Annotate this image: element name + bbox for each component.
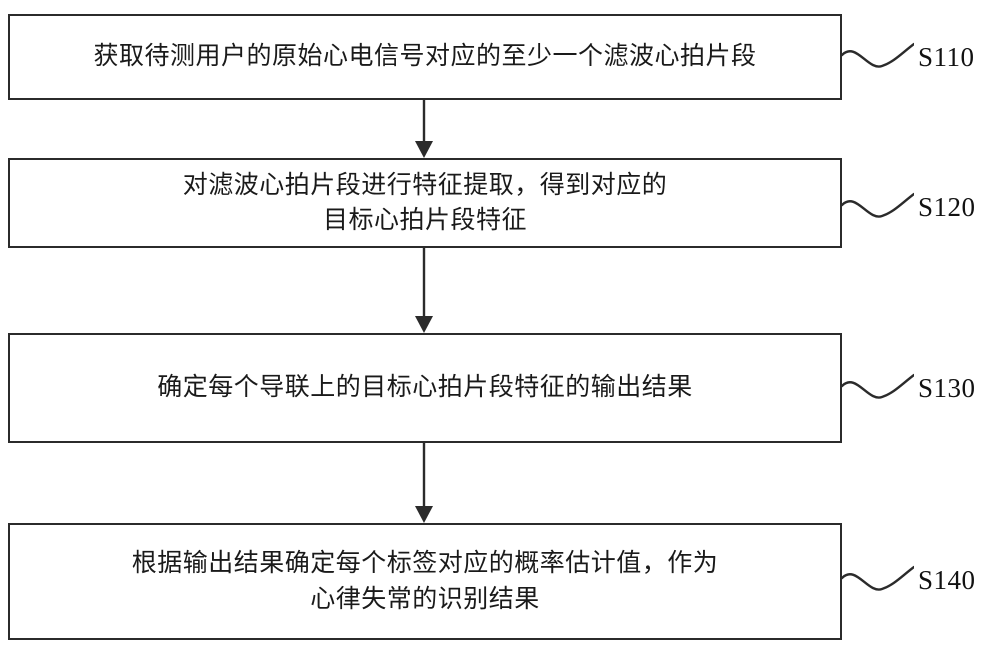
flow-step-box-s140: 根据输出结果确定每个标签对应的概率估计值，作为 心律失常的识别结果 xyxy=(8,523,842,640)
flow-arrow-s110-s120 xyxy=(415,100,433,158)
step-label-s110: S110 xyxy=(918,42,975,72)
leader-squiggle-s120 xyxy=(842,192,914,218)
flow-step-box-s110: 获取待测用户的原始心电信号对应的至少一个滤波心拍片段 xyxy=(8,14,842,100)
leader-squiggle-s130 xyxy=(842,373,914,399)
flow-arrow-s120-s130 xyxy=(415,248,433,333)
flow-step-text-s130: 确定每个导联上的目标心拍片段特征的输出结果 xyxy=(157,374,693,402)
step-label-s120: S120 xyxy=(918,192,976,222)
flow-step-box-s120: 对滤波心拍片段进行特征提取，得到对应的 目标心拍片段特征 xyxy=(8,158,842,248)
flow-arrow-s130-s140 xyxy=(415,443,433,523)
leader-squiggle-s110 xyxy=(842,42,914,68)
flow-step-text-s140: 根据输出结果确定每个标签对应的概率估计值，作为 心律失常的识别结果 xyxy=(131,550,719,613)
flow-step-box-s130: 确定每个导联上的目标心拍片段特征的输出结果 xyxy=(8,333,842,443)
flow-step-text-s110: 获取待测用户的原始心电信号对应的至少一个滤波心拍片段 xyxy=(93,43,757,71)
step-label-s130: S130 xyxy=(918,373,976,403)
leader-squiggle-s140 xyxy=(842,565,914,591)
step-label-s140: S140 xyxy=(918,565,976,595)
flow-step-text-s120: 对滤波心拍片段进行特征提取，得到对应的 目标心拍片段特征 xyxy=(182,171,668,235)
